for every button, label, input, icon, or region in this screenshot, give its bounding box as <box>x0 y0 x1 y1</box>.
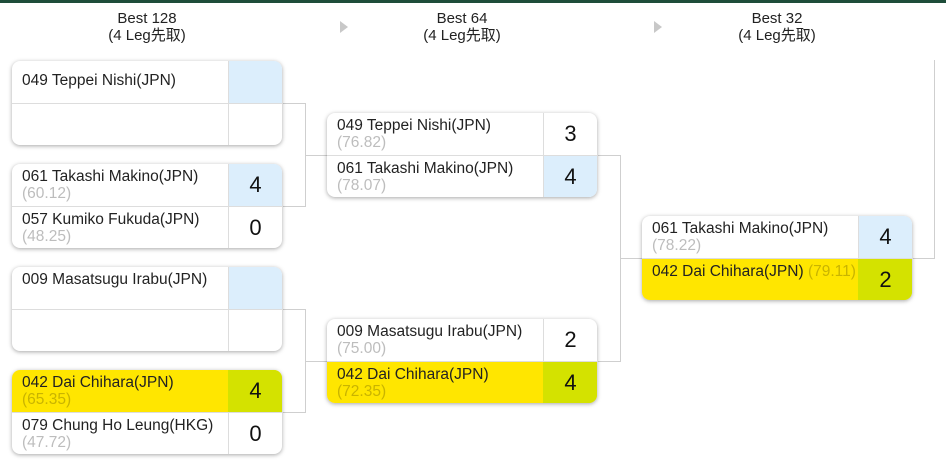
match-card-best64-2[interactable]: 009 Masatsugu Irabu(JPN) (75.00) 2 042 D… <box>327 319 597 403</box>
player-row-winner[interactable]: 042 Dai Chihara(JPN) (65.35) 4 <box>12 370 282 412</box>
bracket-connector <box>283 412 305 413</box>
player-row-winner[interactable]: 042 Dai Chihara(JPN) (79.11) 2 <box>642 258 912 300</box>
player-row[interactable]: 061 Takashi Makino(JPN) (78.07) 4 <box>327 155 597 197</box>
player-name: 049 Teppei Nishi(JPN) (76.82) <box>337 117 542 151</box>
player-score: 4 <box>228 370 282 412</box>
player-score: 4 <box>228 164 282 206</box>
player-row-empty <box>12 103 282 145</box>
match-card-best32-1[interactable]: 061 Takashi Makino(JPN) (78.22) 4 042 Da… <box>642 216 912 300</box>
bracket-connector <box>934 60 935 259</box>
round-header-best128: Best 128 (4 Leg先取) <box>47 10 247 44</box>
player-name: 061 Takashi Makino(JPN) (78.22) <box>652 220 857 254</box>
player-average: (76.82) <box>337 134 387 151</box>
player-score: 0 <box>228 207 282 248</box>
player-name-text: 042 Dai Chihara(JPN) <box>22 374 174 391</box>
player-name-text: 049 Teppei Nishi(JPN) <box>22 72 176 89</box>
round-title: Best 32 <box>751 10 803 27</box>
player-row-winner[interactable]: 042 Dai Chihara(JPN) (72.35) 4 <box>327 361 597 403</box>
player-name-text: 049 Teppei Nishi(JPN) <box>337 117 491 134</box>
bracket-connector <box>913 258 935 259</box>
match-card-best128-1[interactable]: 049 Teppei Nishi(JPN) <box>12 61 282 145</box>
player-score: 4 <box>543 362 597 403</box>
bracket-connector <box>305 155 327 156</box>
player-name: 057 Kumiko Fukuda(JPN) (48.25) <box>22 211 227 245</box>
player-name: 061 Takashi Makino(JPN) (60.12) <box>22 168 227 202</box>
player-average: (79.11) <box>807 263 856 280</box>
player-name: 009 Masatsugu Irabu(JPN) (75.00) <box>337 323 542 357</box>
round-title: Best 64 <box>436 10 488 27</box>
round-title: Best 128 <box>117 10 177 27</box>
player-score <box>228 267 282 309</box>
player-row[interactable]: 009 Masatsugu Irabu(JPN) <box>12 267 282 309</box>
bracket-connector <box>305 361 327 362</box>
round-header-best32: Best 32 (4 Leg先取) <box>677 10 877 44</box>
player-name-text: 061 Takashi Makino(JPN) <box>337 160 514 177</box>
player-score: 2 <box>543 319 597 361</box>
round-subtitle: (4 Leg先取) <box>423 27 501 44</box>
player-score: 2 <box>858 259 912 300</box>
player-average: (72.35) <box>337 383 387 400</box>
player-row[interactable]: 057 Kumiko Fukuda(JPN) (48.25) 0 <box>12 206 282 248</box>
player-average: (75.00) <box>337 340 387 357</box>
player-row[interactable]: 049 Teppei Nishi(JPN) (76.82) 3 <box>327 113 597 155</box>
match-card-best64-1[interactable]: 049 Teppei Nishi(JPN) (76.82) 3 061 Taka… <box>327 113 597 197</box>
player-name: 049 Teppei Nishi(JPN) <box>22 72 227 89</box>
player-row[interactable]: 061 Takashi Makino(JPN) (60.12) 4 <box>12 164 282 206</box>
player-row-empty <box>12 309 282 351</box>
match-card-best128-2[interactable]: 061 Takashi Makino(JPN) (60.12) 4 057 Ku… <box>12 164 282 248</box>
bracket-connector <box>283 206 305 207</box>
player-average: (48.25) <box>22 228 72 245</box>
player-row[interactable]: 049 Teppei Nishi(JPN) <box>12 61 282 103</box>
player-row[interactable]: 079 Chung Ho Leung(HKG) (47.72) 0 <box>12 412 282 454</box>
player-score: 4 <box>858 216 912 258</box>
bracket-connector <box>598 361 620 362</box>
player-score <box>228 104 282 145</box>
player-score: 3 <box>543 113 597 155</box>
player-average: (78.22) <box>652 237 702 254</box>
top-accent-bar <box>0 0 946 3</box>
next-round-arrow-icon <box>340 21 348 33</box>
player-name-text: 009 Masatsugu Irabu(JPN) <box>22 271 208 288</box>
bracket-connector <box>598 155 620 156</box>
player-name: 061 Takashi Makino(JPN) (78.07) <box>337 160 542 194</box>
player-name: 042 Dai Chihara(JPN) (65.35) <box>22 374 227 408</box>
player-name-text: 042 Dai Chihara(JPN) <box>652 263 804 280</box>
player-name: 042 Dai Chihara(JPN) (72.35) <box>337 366 542 400</box>
round-header-best64: Best 64 (4 Leg先取) <box>362 10 562 44</box>
player-name-text: 061 Takashi Makino(JPN) <box>22 168 199 185</box>
player-score <box>228 61 282 103</box>
player-score: 4 <box>543 156 597 197</box>
player-name-text: 079 Chung Ho Leung(HKG) <box>22 417 214 434</box>
player-name: 042 Dai Chihara(JPN) (79.11) <box>652 263 857 280</box>
bracket-connector <box>283 309 305 310</box>
match-card-best128-4[interactable]: 042 Dai Chihara(JPN) (65.35) 4 079 Chung… <box>12 370 282 454</box>
player-name-text: 057 Kumiko Fukuda(JPN) <box>22 211 200 228</box>
match-card-best128-3[interactable]: 009 Masatsugu Irabu(JPN) <box>12 267 282 351</box>
player-name-text: 042 Dai Chihara(JPN) <box>337 366 489 383</box>
player-row[interactable]: 061 Takashi Makino(JPN) (78.22) 4 <box>642 216 912 258</box>
bracket-connector <box>283 103 305 104</box>
player-row[interactable]: 009 Masatsugu Irabu(JPN) (75.00) 2 <box>327 319 597 361</box>
player-average: (65.35) <box>22 391 72 408</box>
player-name-text: 061 Takashi Makino(JPN) <box>652 220 829 237</box>
bracket-connector <box>620 258 642 259</box>
player-score: 0 <box>228 413 282 454</box>
round-subtitle: (4 Leg先取) <box>108 27 186 44</box>
player-name: 009 Masatsugu Irabu(JPN) <box>22 271 227 288</box>
round-subtitle: (4 Leg先取) <box>738 27 816 44</box>
player-score <box>228 310 282 351</box>
next-round-arrow-icon <box>654 21 662 33</box>
player-average: (78.07) <box>337 177 387 194</box>
player-average: (60.12) <box>22 185 72 202</box>
player-average: (47.72) <box>22 434 72 451</box>
player-name: 079 Chung Ho Leung(HKG) (47.72) <box>22 417 227 451</box>
player-name-text: 009 Masatsugu Irabu(JPN) <box>337 323 523 340</box>
